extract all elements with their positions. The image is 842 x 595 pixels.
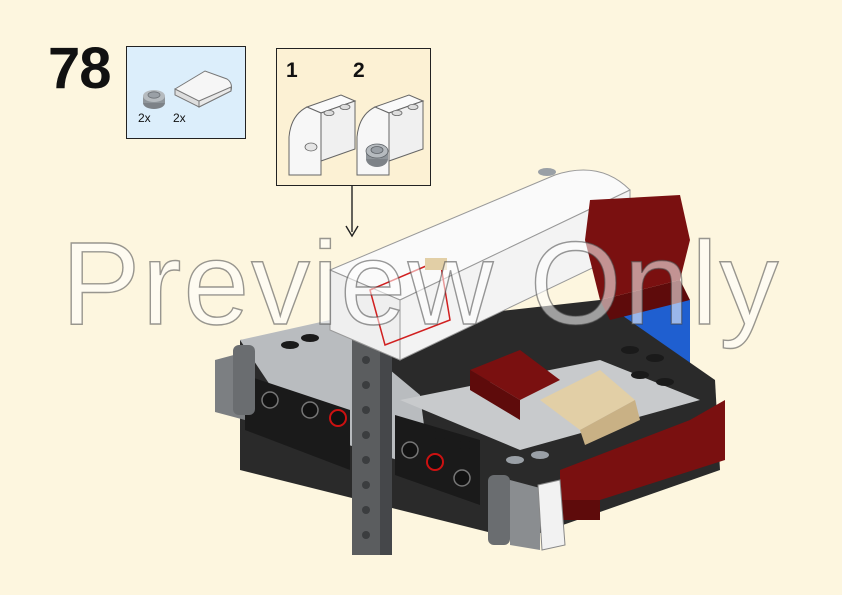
curved-slope-2x2-icon (174, 70, 232, 108)
part-quantity: 2x (138, 111, 151, 125)
round-plate-1x1-icon (143, 90, 165, 109)
step-number: 78 (48, 36, 112, 101)
parts-list-box: 2x 2x (126, 46, 246, 139)
substep-label: 1 (286, 59, 298, 82)
down-arrow-icon (345, 186, 359, 238)
substep-label: 2 (353, 59, 365, 82)
subassembly-box: 1 2 (276, 48, 431, 186)
substep-1-illustration (288, 94, 357, 176)
part-quantity: 2x (173, 111, 186, 125)
substep-2-illustration (356, 94, 425, 176)
model-illustration (215, 168, 725, 555)
